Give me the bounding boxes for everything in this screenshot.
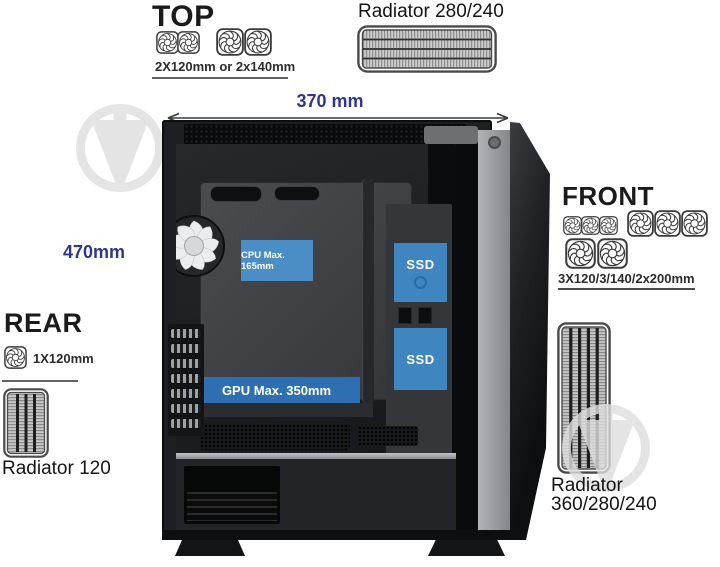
psu-shroud-vent [200, 424, 350, 450]
front-fans-label: 3X120/3/140/2x200mm [558, 272, 695, 290]
psu-shroud-vent [358, 426, 418, 446]
fan-icon [654, 210, 681, 237]
fan-icon [4, 346, 27, 369]
fan-icon [156, 31, 179, 54]
expansion-slot-cover [171, 344, 201, 353]
screw [488, 136, 501, 149]
expansion-slot-cover [171, 329, 201, 338]
case-base [162, 530, 510, 540]
top-divider [152, 77, 288, 79]
psu-window [184, 466, 280, 524]
ssd-screw-hole [414, 275, 427, 289]
case-interior: SSD SSD CPU Max. 165mm GPU Max. 350mm [176, 144, 456, 530]
case-foot [175, 540, 245, 556]
top-section-title: TOP [152, 0, 215, 33]
rear-section-title: REAR [4, 308, 83, 338]
ssd-slot-top: SSD [394, 243, 447, 302]
cable-grommet [274, 186, 320, 201]
fan-icon [681, 210, 708, 237]
fan-icon [627, 210, 654, 237]
cpu-clearance-label: CPU Max. 165mm [241, 240, 313, 281]
fan-icon [563, 216, 582, 235]
watermark-logo [72, 100, 168, 196]
height-dimension: 470mm [63, 242, 126, 262]
case-foot [428, 540, 505, 556]
radiator-vertical-icon [3, 388, 49, 458]
ssd-label: SSD [406, 351, 435, 367]
expansion-slots [168, 324, 204, 436]
motherboard-tray [200, 182, 412, 400]
rear-fan-label: 1X120mm [33, 351, 94, 366]
front-panel [510, 122, 550, 540]
front-radiator-label: Radiator 360/280/240 [551, 475, 657, 515]
ssd-slot-bottom: SSD [394, 328, 447, 390]
pc-case-illustration: SSD SSD CPU Max. 165mm GPU Max. 350mm [160, 118, 550, 558]
expansion-slot-cover [171, 389, 201, 398]
front-section-title: FRONT [562, 181, 655, 211]
fan-icon [216, 28, 244, 56]
front-fan-strip [456, 144, 478, 530]
radiator-horizontal-icon [357, 25, 497, 73]
top-frame-bar [424, 126, 478, 144]
shroud-trim [176, 453, 456, 459]
fan-icon [597, 238, 628, 269]
fan-icon [177, 31, 200, 54]
fan-icon [565, 238, 596, 269]
fan-icon [581, 216, 600, 235]
cable-channel [362, 178, 374, 404]
ssd-label: SSD [406, 256, 435, 272]
rear-divider [2, 380, 78, 382]
case-top-mesh [184, 124, 466, 144]
ssd-bracket [418, 307, 432, 324]
expansion-slot-cover [171, 404, 201, 413]
width-dimension: 370 mm [296, 91, 364, 111]
gpu-clearance-label: GPU Max. 350mm [193, 377, 360, 403]
ssd-bracket [398, 307, 412, 324]
top-fans-label: 2X120mm or 2x140mm [155, 59, 296, 74]
front-frame-pillar [478, 130, 510, 532]
top-radiator-label: Radiator 280/240 [358, 1, 504, 22]
psu-vent-slats [187, 492, 277, 521]
rear-radiator-label: Radiator 120 [2, 458, 111, 479]
expansion-slot-cover [171, 419, 201, 428]
fan-icon [244, 28, 272, 56]
expansion-slot-cover [171, 359, 201, 368]
motherboard-bottom-edge [193, 403, 373, 417]
rear-case-fan [176, 214, 226, 278]
fan-icon [599, 216, 618, 235]
expansion-slot-cover [171, 374, 201, 383]
cable-grommet [210, 186, 262, 202]
